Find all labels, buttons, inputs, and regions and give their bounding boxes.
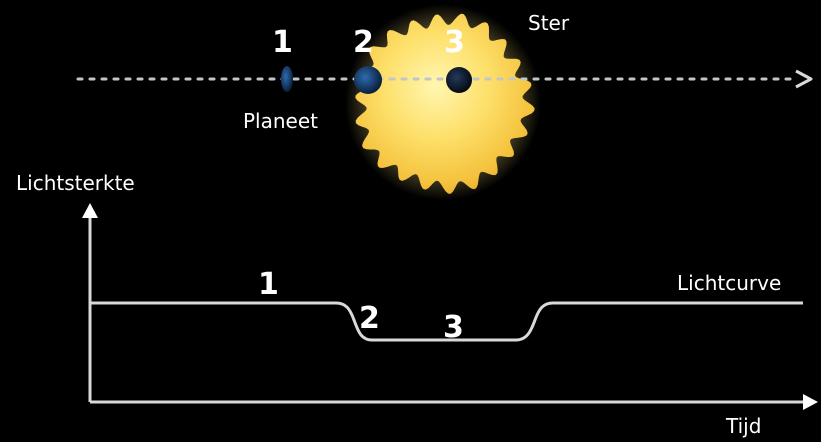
y-axis-arrow-icon	[82, 203, 98, 218]
planet-position-1	[281, 66, 293, 92]
star-label: Ster	[528, 11, 570, 35]
curve-phase-3-label: 3	[443, 310, 464, 345]
position-1-label: 1	[272, 25, 293, 60]
x-axis-arrow-icon	[803, 394, 818, 410]
planet-position-2	[354, 66, 382, 94]
y-axis-label: Lichtsterkte	[16, 171, 135, 195]
position-3-label: 3	[444, 25, 465, 60]
planet-position-3	[446, 67, 472, 93]
orbit-arrow-icon	[796, 71, 811, 87]
curve-phase-1-label: 1	[258, 267, 279, 302]
light-curve-label: Lichtcurve	[677, 271, 781, 295]
curve-phase-2-label: 2	[359, 301, 380, 336]
x-axis-label: Tijd	[725, 414, 761, 438]
position-2-label: 2	[353, 25, 374, 60]
planet-label: Planeet	[243, 109, 318, 133]
